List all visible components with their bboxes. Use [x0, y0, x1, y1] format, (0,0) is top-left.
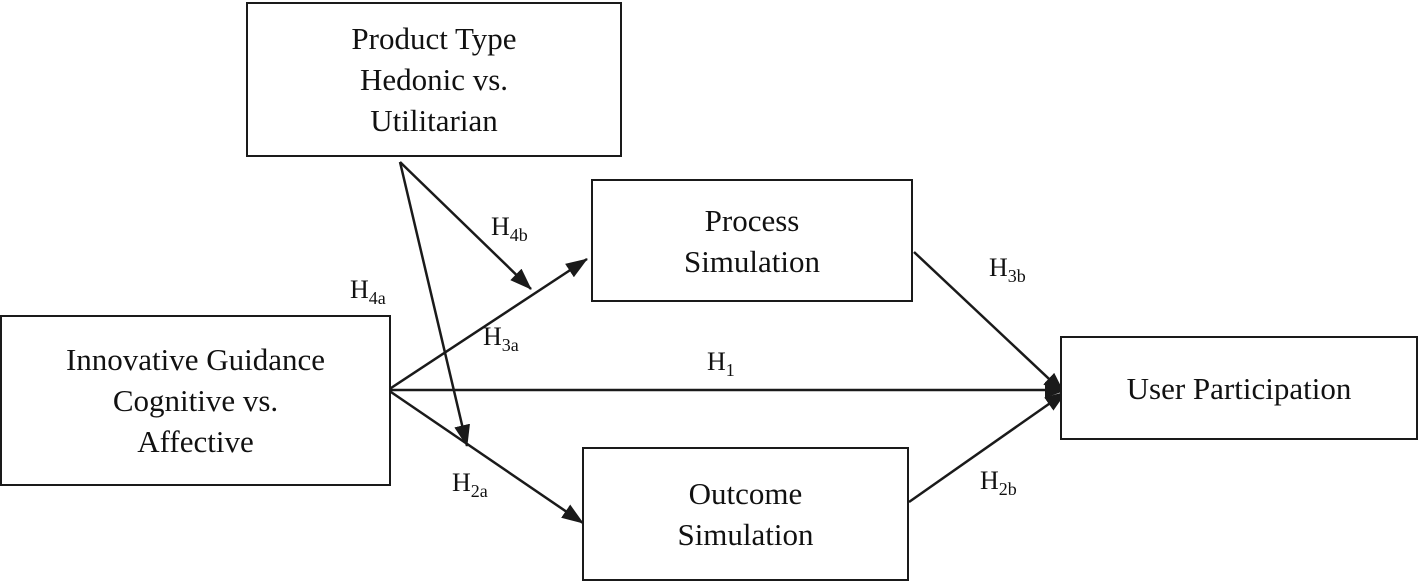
hypothesis-h3a-label: H3a	[483, 322, 519, 360]
process-simulation-box: Process Simulation	[591, 179, 913, 302]
h1-sub: 1	[725, 360, 735, 380]
arrow-h2a	[387, 388, 584, 525]
outcome-simulation-box: Outcome Simulation	[582, 447, 909, 581]
product-type-line3: Utilitarian	[370, 103, 498, 138]
process-simulation-line1: Process	[704, 202, 800, 238]
hypothesis-h4b-label: H4b	[491, 212, 528, 250]
arrow-h3b	[913, 251, 1065, 394]
h1-main: H	[707, 347, 726, 376]
product-type-line1: Product Type	[351, 21, 517, 56]
product-type-line2: Hedonic vs.	[359, 62, 509, 97]
process-simulation-line2: Simulation	[683, 243, 821, 279]
innovative-guidance-line2: Cognitive vs.	[112, 383, 279, 418]
h4b-sub: 4b	[509, 225, 528, 245]
hypothesis-h1-label: H1	[707, 347, 735, 385]
hypothesis-h2a-label: H2a	[452, 468, 488, 506]
innovative-guidance-box: Innovative Guidance Cognitive vs. Affect…	[0, 315, 391, 486]
product-type-box: Product Type Hedonic vs. Utilitarian	[246, 2, 622, 157]
h3a-main: H	[483, 322, 502, 351]
hypothesis-h2b-label: H2b	[980, 466, 1017, 504]
h4a-main: H	[350, 275, 369, 304]
h4a-sub: 4a	[368, 288, 386, 308]
arrow-h4a	[398, 161, 470, 447]
arrow-h4b	[399, 161, 532, 290]
hypothesis-h4a-label: H4a	[350, 275, 386, 313]
outcome-simulation-line2: Simulation	[677, 517, 814, 552]
h2a-main: H	[452, 468, 471, 497]
hypothesis-h3b-label: H3b	[989, 253, 1026, 291]
user-participation-label: User Participation	[1126, 370, 1352, 406]
user-participation-box: User Participation	[1060, 336, 1418, 440]
h3b-main: H	[989, 253, 1008, 282]
innovative-guidance-line1: Innovative Guidance	[65, 342, 326, 377]
outcome-simulation-line1: Outcome	[688, 476, 803, 511]
h3a-sub: 3a	[501, 335, 519, 355]
h2b-sub: 2b	[998, 479, 1017, 499]
h3b-sub: 3b	[1007, 266, 1026, 286]
h2b-main: H	[980, 466, 999, 495]
innovative-guidance-line3: Affective	[137, 424, 254, 459]
arrow-h3a	[387, 257, 588, 392]
h4b-main: H	[491, 212, 510, 241]
h2a-sub: 2a	[470, 481, 488, 501]
arrow-h2b	[908, 390, 1067, 504]
